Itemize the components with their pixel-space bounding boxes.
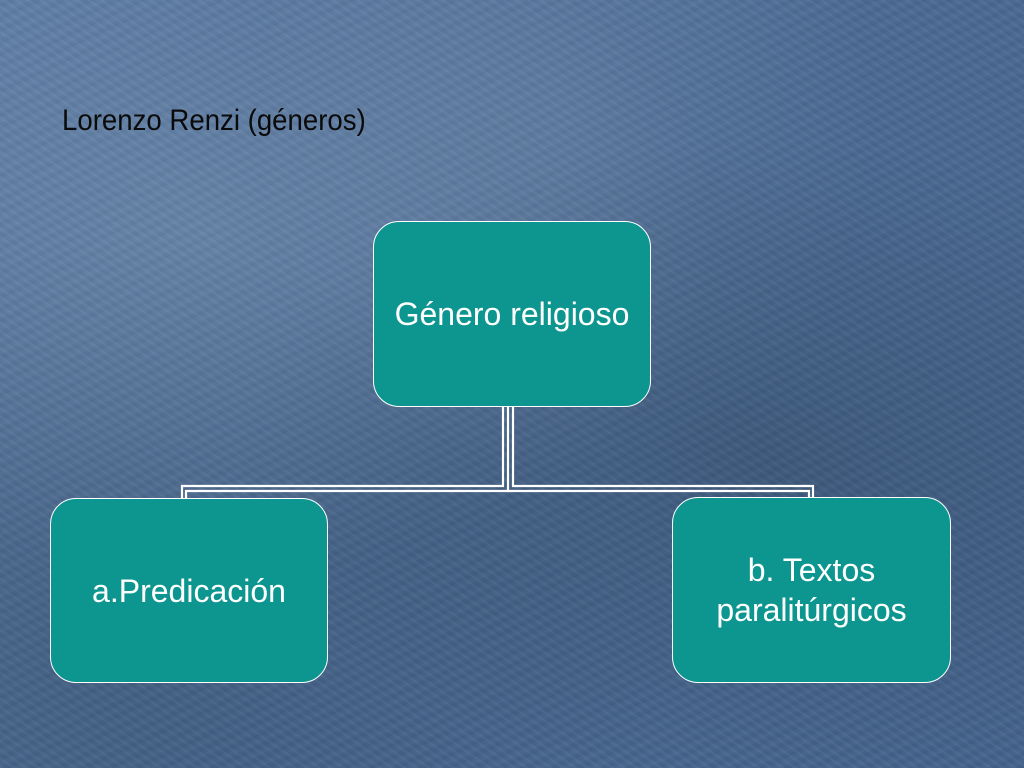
connector-left-outer	[180, 407, 505, 498]
connector-right-inner	[508, 489, 811, 497]
slide-title: Lorenzo Renzi (géneros)	[62, 104, 366, 137]
connector-left-inner	[184, 407, 510, 498]
node-root-label: Género religioso	[394, 296, 630, 332]
node-genero-religioso: Género religioso	[373, 221, 651, 407]
connector-double-line	[180, 407, 815, 498]
node-textos-paraliturgicos: b. Textos paralitúrgicos	[672, 497, 951, 683]
node-right-label-line2: paralitúrgicos	[716, 592, 907, 628]
node-right-label-line1: b. Textos	[747, 552, 876, 588]
connector-right-outer	[511, 407, 815, 497]
node-left-label: a.Predicación	[92, 572, 286, 609]
node-predicacion: a.Predicación	[50, 498, 328, 683]
